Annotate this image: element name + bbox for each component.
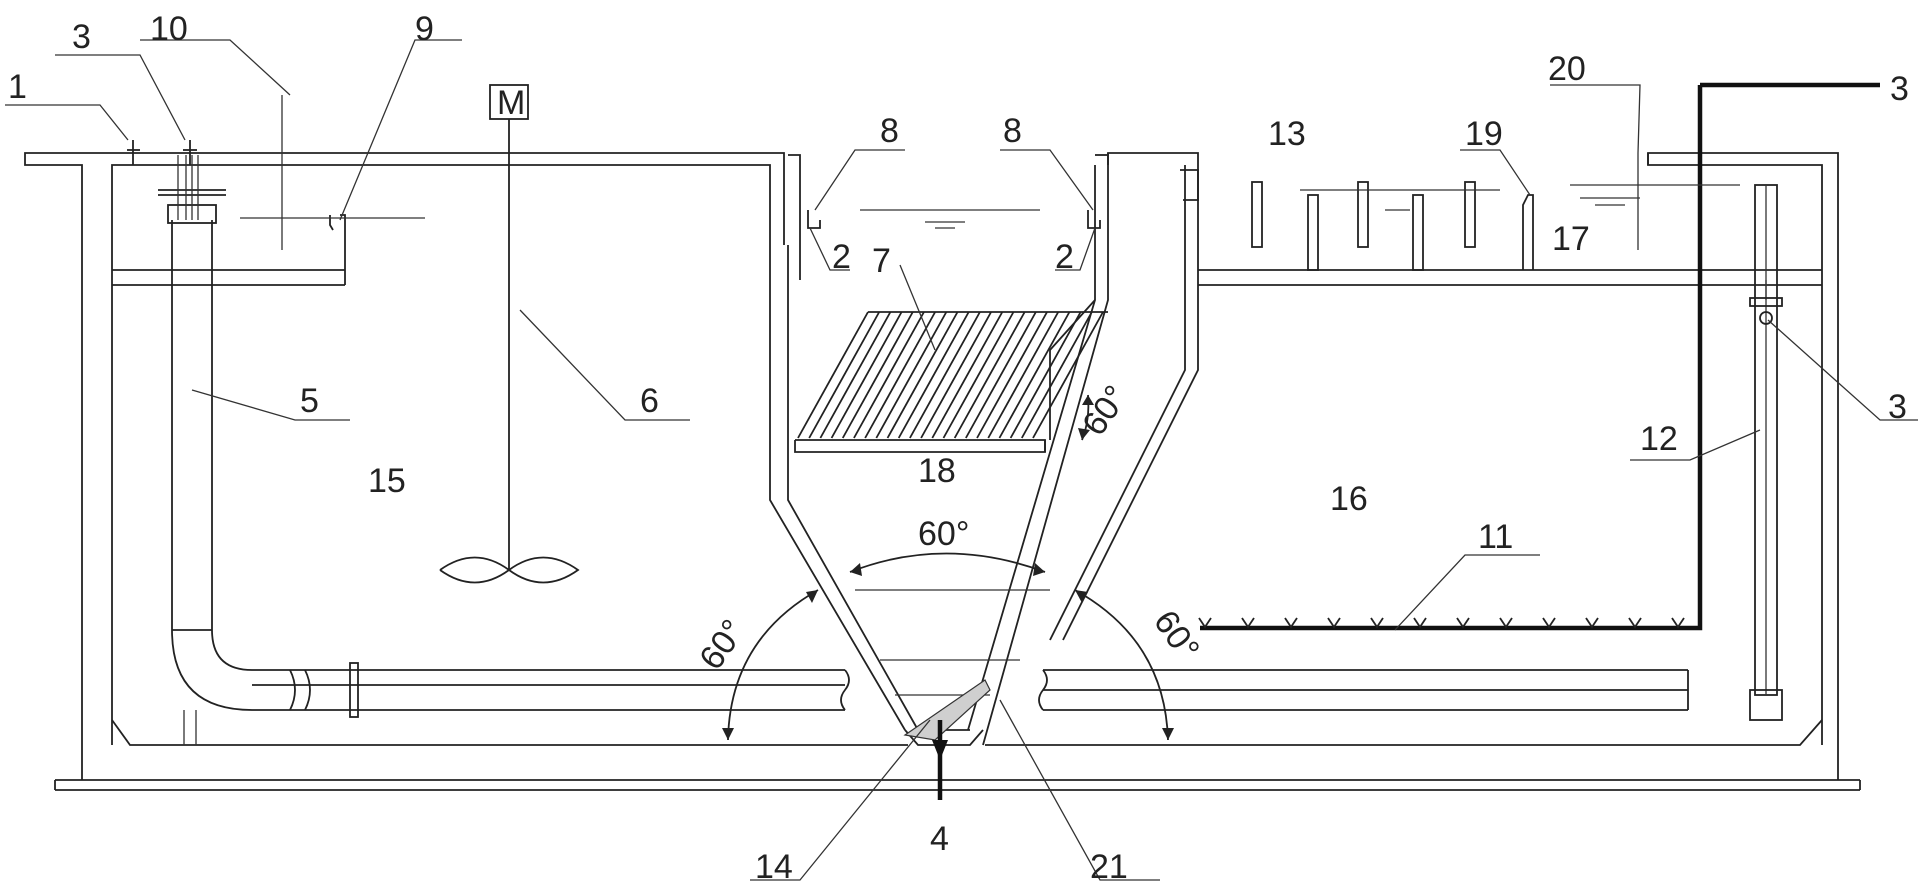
callout-2-right: 2 [1055, 238, 1074, 276]
base-slab [54, 779, 1861, 791]
inclined-plate [942, 311, 1015, 439]
callout-19: 19 [1465, 115, 1503, 153]
callout-15: 15 [368, 462, 406, 500]
angle-label-top: 60° [918, 515, 969, 553]
diffuser [1284, 617, 1298, 629]
inclined-plate [998, 311, 1071, 439]
diffuser [1456, 617, 1470, 629]
diffuser [1327, 617, 1341, 629]
inclined-plate [909, 311, 981, 439]
plate-frame [794, 439, 1046, 453]
fittings [127, 140, 1101, 229]
outlet-arrow [932, 720, 948, 800]
inclined-plate [1032, 311, 1104, 439]
callout-1: 1 [8, 68, 27, 106]
inclined-plate [953, 311, 1026, 439]
inclined-plate [987, 311, 1060, 439]
diffuser [1585, 617, 1599, 629]
inclined-plate [830, 311, 903, 439]
inclined-plate [1009, 311, 1082, 439]
inclined-plate [1021, 311, 1093, 439]
angle-arcs [722, 394, 1174, 741]
callout-21: 21 [1090, 848, 1128, 886]
callout-12: 12 [1640, 420, 1678, 458]
aeration-pipe [1198, 82, 1880, 631]
inclined-plate [976, 311, 1048, 439]
callout-3-lower: 3 [1888, 388, 1907, 426]
callout-8-left: 8 [880, 112, 899, 150]
diffuser [1499, 617, 1513, 629]
inclined-plate [797, 311, 869, 439]
diffuser [1542, 617, 1556, 629]
callout-2-left: 2 [832, 238, 851, 276]
diffuser [1413, 617, 1427, 629]
horizontal-pipe [252, 662, 1689, 718]
inclined-plate [864, 311, 936, 439]
leader-lines [5, 39, 1918, 881]
inclined-plate [808, 311, 880, 439]
inclined-plate [920, 311, 992, 439]
callout-3-right: 3 [1890, 70, 1909, 108]
sludge [903, 679, 991, 741]
left-chamber-box [112, 214, 346, 286]
stirrer [439, 84, 580, 584]
callout-3-top: 3 [72, 18, 91, 56]
inclined-plate [853, 311, 925, 439]
labels: M 1 3 10 9 8 8 2 2 7 13 19 20 3 17 5 6 1… [8, 10, 1909, 886]
callout-7: 7 [872, 242, 891, 280]
diffuser [1628, 617, 1642, 629]
water-levels [240, 184, 1740, 229]
callout-4: 4 [930, 820, 949, 858]
diffuser [1198, 617, 1212, 629]
inclined-plate [841, 311, 914, 439]
inclined-plates [797, 311, 1108, 439]
baffles [1251, 181, 1534, 271]
callout-8-right: 8 [1003, 112, 1022, 150]
right-chamber-top [1198, 153, 1822, 286]
callout-6: 6 [640, 382, 659, 420]
callout-10: 10 [150, 10, 188, 48]
inclined-plate [819, 311, 892, 439]
callout-18: 18 [918, 452, 956, 490]
inclined-plate [931, 311, 1004, 439]
inclined-plate [965, 311, 1037, 439]
inclined-plate [897, 311, 970, 439]
callout-16: 16 [1330, 480, 1368, 518]
riser-pipe [158, 155, 253, 745]
diffuser [1671, 617, 1685, 629]
callout-9: 9 [415, 10, 434, 48]
diffuser [1370, 617, 1384, 629]
pump-column [1749, 184, 1783, 721]
callout-20: 20 [1548, 50, 1586, 88]
settling-hopper [769, 152, 1199, 746]
callout-5: 5 [300, 382, 319, 420]
inclined-plate [886, 311, 959, 439]
inclined-plate [875, 311, 948, 439]
callout-14: 14 [755, 848, 793, 886]
diffuser [1241, 617, 1255, 629]
callout-11: 11 [1478, 518, 1513, 556]
callout-17: 17 [1552, 220, 1590, 258]
motor-label: M [497, 84, 525, 122]
angle-label-right: 60° [1146, 604, 1207, 668]
callout-13: 13 [1268, 115, 1306, 153]
